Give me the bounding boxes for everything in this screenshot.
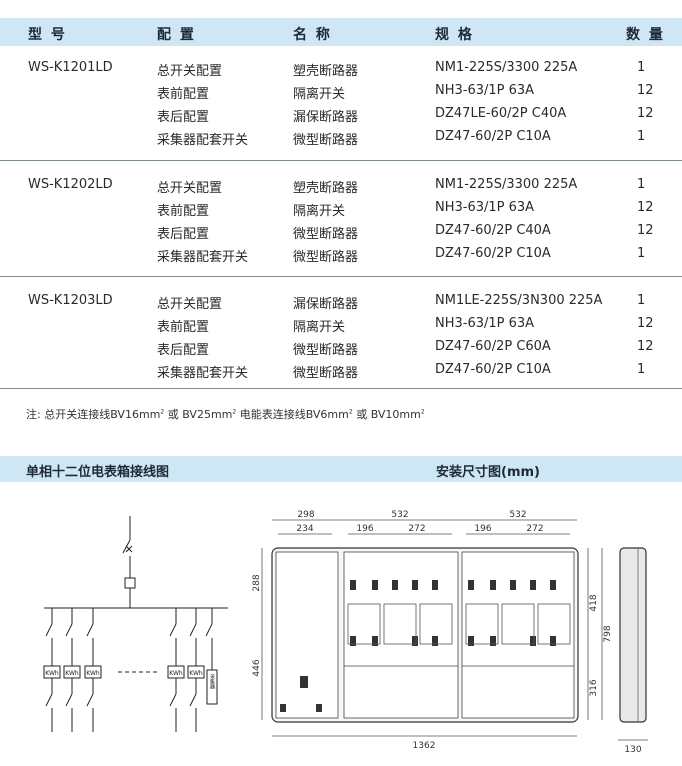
name-cell: 漏保断路器 <box>293 110 359 125</box>
qty-cell: 1 <box>637 293 646 308</box>
collector-label: 采集器 <box>209 673 215 690</box>
config-cell: 表前配置 <box>157 204 210 219</box>
section-header: 单相十二位电表箱接线图 安装尺寸图(mm) <box>0 456 682 482</box>
dimension-label: 798 <box>603 625 613 642</box>
dimension-label: 1362 <box>413 741 436 751</box>
name-cell: 塑壳断路器 <box>293 181 359 196</box>
name-cell: 微型断路器 <box>293 343 359 358</box>
dimension-label: 234 <box>296 524 313 534</box>
dimension-label: 288 <box>252 574 262 591</box>
spec-cell: DZ47-60/2P C10A <box>435 246 551 261</box>
footnote-text: 电能表连接线BV6mm <box>236 408 349 421</box>
name-cell: 塑壳断路器 <box>293 64 359 79</box>
wiring-title: 单相十二位电表箱接线图 <box>26 465 170 480</box>
superscript: 2 <box>420 408 425 416</box>
header-spec: 规 格 <box>435 27 474 43</box>
superscript: 2 <box>232 408 237 416</box>
wiring-diagram: KWh KWh KWh KWh KWh 采集器 <box>43 516 228 732</box>
qty-cell: 12 <box>637 106 654 121</box>
name-cell: 隔离开关 <box>293 87 346 102</box>
meter-label: KWh <box>65 670 79 677</box>
meter-label: KWh <box>189 670 203 677</box>
dimension-label: 196 <box>356 524 373 534</box>
header-model: 型 号 <box>28 27 67 43</box>
config-cell: 表后配置 <box>157 343 210 358</box>
model-cell: WS-K1201LD <box>28 60 113 75</box>
superscript: 2 <box>348 408 353 416</box>
spec-cell: DZ47LE-60/2P C40A <box>435 106 567 121</box>
spec-cell: NM1-225S/3300 225A <box>435 177 578 192</box>
header-config: 配 置 <box>157 27 196 43</box>
dimension-label: 316 <box>589 679 599 696</box>
name-cell: 微型断路器 <box>293 250 359 265</box>
name-cell: 隔离开关 <box>293 320 346 335</box>
meter-label: KWh <box>86 670 100 677</box>
qty-cell: 1 <box>637 60 646 75</box>
config-cell: 采集器配套开关 <box>157 250 249 265</box>
config-cell: 总开关配置 <box>157 181 223 196</box>
qty-cell: 12 <box>637 316 654 331</box>
footnote-text: 或 BV10mm <box>352 408 421 421</box>
dimension-label: 298 <box>297 510 314 520</box>
config-cell: 总开关配置 <box>157 297 223 312</box>
name-cell: 微型断路器 <box>293 227 359 242</box>
dimension-label: 130 <box>624 745 641 755</box>
qty-cell: 12 <box>637 83 654 98</box>
dimension-label: 272 <box>526 524 543 534</box>
name-cell: 微型断路器 <box>293 366 359 381</box>
dimension-label: 532 <box>391 510 408 520</box>
row-divider <box>0 276 682 277</box>
dimension-label: 446 <box>252 659 262 676</box>
name-cell: 隔离开关 <box>293 204 346 219</box>
dimensions-title: 安装尺寸图(mm) <box>436 465 540 480</box>
footnote-text: 或 BV25mm <box>164 408 233 421</box>
spec-cell: DZ47-60/2P C10A <box>435 362 551 377</box>
spec-cell: DZ47-60/2P C40A <box>435 223 551 238</box>
spec-cell: NH3-63/1P 63A <box>435 83 535 98</box>
table-header: 型 号 配 置 名 称 规 格 数 量 <box>0 18 682 46</box>
dimension-label: 532 <box>509 510 526 520</box>
config-cell: 表前配置 <box>157 320 210 335</box>
config-cell: 表后配置 <box>157 227 210 242</box>
spec-cell: DZ47-60/2P C60A <box>435 339 551 354</box>
name-cell: 微型断路器 <box>293 133 359 148</box>
dimension-label: 272 <box>408 524 425 534</box>
spec-cell: NH3-63/1P 63A <box>435 200 535 215</box>
superscript: 2 <box>160 408 165 416</box>
meter-label: KWh <box>45 670 59 677</box>
qty-cell: 12 <box>637 339 654 354</box>
footnote-text: 总开关连接线BV16mm <box>44 408 161 421</box>
dimension-label: 418 <box>589 594 599 611</box>
config-cell: 采集器配套开关 <box>157 133 249 148</box>
model-cell: WS-K1203LD <box>28 293 113 308</box>
qty-cell: 12 <box>637 223 654 238</box>
dimension-label: 196 <box>474 524 491 534</box>
qty-cell: 12 <box>637 200 654 215</box>
config-cell: 总开关配置 <box>157 64 223 79</box>
header-name: 名 称 <box>293 27 332 43</box>
meter-label: KWh <box>169 670 183 677</box>
row-divider <box>0 160 682 161</box>
spec-cell: DZ47-60/2P C10A <box>435 129 551 144</box>
header-qty: 数 量 <box>626 27 665 43</box>
config-cell: 采集器配套开关 <box>157 366 249 381</box>
qty-cell: 1 <box>637 129 646 144</box>
spec-cell: NM1LE-225S/3N300 225A <box>435 293 603 308</box>
dimension-drawing: 298 234 532 196 272 532 196 272 1362 130… <box>252 510 648 755</box>
row-divider <box>0 388 682 389</box>
config-cell: 表前配置 <box>157 87 210 102</box>
qty-cell: 1 <box>637 177 646 192</box>
footnote-prefix: 注: <box>26 408 41 421</box>
qty-cell: 1 <box>637 362 646 377</box>
spec-cell: NM1-225S/3300 225A <box>435 60 578 75</box>
spec-cell: NH3-63/1P 63A <box>435 316 535 331</box>
footnote: 注: 总开关连接线BV16mm2 或 BV25mm2 电能表连接线BV6mm2 … <box>26 406 425 422</box>
qty-cell: 1 <box>637 246 646 261</box>
name-cell: 漏保断路器 <box>293 297 359 312</box>
config-cell: 表后配置 <box>157 110 210 125</box>
model-cell: WS-K1202LD <box>28 177 113 192</box>
